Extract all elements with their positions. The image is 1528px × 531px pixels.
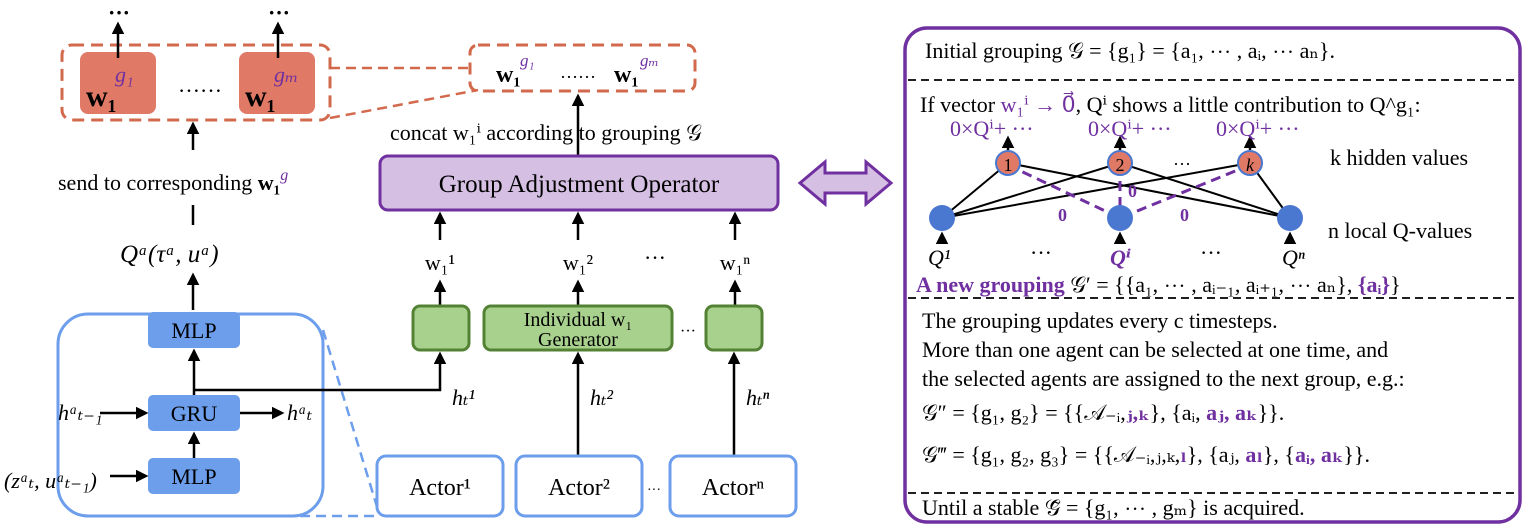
group-sup-1: g₁ bbox=[115, 62, 134, 87]
local-node-1 bbox=[929, 205, 955, 231]
example-grouping-2: 𝒢″ = {g₁, g₂} = {{𝒜₋ᵢ,ⱼ,ₖ}, {aᵢ, aⱼ, aₖ}… bbox=[922, 400, 1284, 425]
actor-2 bbox=[514, 454, 644, 518]
group-weight-g1 bbox=[80, 52, 156, 114]
example-grouping-3: 𝒢‴ = {g₁, g₂, g₃} = {{𝒜₋ᵢ,ⱼ,ₖ,ₗ}, {aⱼ, a… bbox=[922, 442, 1370, 467]
zero-label-1: 0 bbox=[1058, 205, 1067, 225]
generator-dots: ··· bbox=[680, 323, 696, 340]
hidden-node-k-label: k bbox=[1246, 155, 1255, 175]
actor-2-label: Actor² bbox=[548, 475, 610, 501]
gru bbox=[148, 395, 240, 431]
w-input-2: w₁² bbox=[563, 250, 594, 275]
q-input-i: Qⁱ bbox=[1110, 245, 1131, 270]
q-input-n: Qⁿ bbox=[1282, 245, 1305, 270]
generator-1 bbox=[411, 304, 471, 352]
group-adjustment-operator bbox=[378, 154, 780, 212]
double-arrow-icon bbox=[797, 158, 894, 208]
hidden-values-label: k hidden values bbox=[1330, 145, 1468, 170]
h-input-n: hₜⁿ bbox=[746, 385, 769, 410]
hidden-node-k bbox=[1237, 150, 1263, 176]
actor-n-label: Actorⁿ bbox=[702, 475, 765, 501]
output-2: 0×Qⁱ+ ··· bbox=[1088, 116, 1172, 141]
actor-1-label: Actor¹ bbox=[409, 475, 471, 501]
actor-dots: ··· bbox=[647, 483, 661, 498]
mlp-bottom bbox=[148, 458, 240, 494]
actor-n bbox=[668, 454, 798, 518]
gru-label: GRU bbox=[171, 401, 218, 426]
hidden-node-1 bbox=[995, 150, 1021, 176]
h-input-1: hₜ¹ bbox=[452, 385, 475, 410]
hidden-node-2 bbox=[1107, 150, 1133, 176]
concat-ellipsis: …… bbox=[560, 62, 596, 82]
group-ellipsis: …… bbox=[178, 72, 222, 97]
generator-n bbox=[704, 304, 764, 352]
output-1: 0×Qⁱ+ ··· bbox=[950, 116, 1034, 141]
output-dots-m: ··· bbox=[268, 0, 290, 25]
h-input-2: hₜ² bbox=[590, 385, 613, 410]
generator-label-2: Generator bbox=[538, 329, 618, 351]
concat-label: concat w₁ⁱ according to grouping 𝒢 bbox=[390, 120, 702, 145]
hidden-node-1-label: 1 bbox=[1004, 155, 1013, 175]
selection-text-2: the selected agents are assigned to the … bbox=[922, 366, 1405, 391]
q-input-1: Q¹ bbox=[928, 245, 950, 270]
condition-text: If vector w₁ⁱ → 0⃗, Qⁱ shows a little co… bbox=[920, 91, 1421, 117]
h-out-label: hᵃₜ bbox=[287, 400, 313, 425]
output-dots-1: ··· bbox=[108, 0, 130, 25]
w-inputs: w₁¹ w₁² ··· w₁ⁿ bbox=[425, 211, 751, 305]
group-weight-gm bbox=[239, 52, 315, 114]
grouping-process-panel bbox=[903, 26, 1522, 524]
local-values-label: n local Q-values bbox=[1328, 218, 1472, 243]
concat-sup-m: gₘ bbox=[640, 51, 659, 70]
group-w-m: w₁ bbox=[245, 80, 276, 113]
group-sup-m: gₘ bbox=[274, 62, 299, 87]
new-grouping-text: A new grouping 𝒢′ = {{a₁, ⋯ , aᵢ₋₁, aᵢ₊₁… bbox=[916, 272, 1401, 297]
mixing-network: 1 2 k ··· 0 0 0 0×Qⁱ+ ··· 0×Qⁱ+ ··· 0×Qⁱ… bbox=[928, 116, 1305, 270]
stable-grouping-text: Until a stable 𝒢̃ = {g₁, ⋯ , gₘ} is acqu… bbox=[922, 495, 1305, 520]
send-label: send to corresponding w₁g bbox=[58, 167, 288, 195]
local-node-n bbox=[1277, 205, 1303, 231]
w-input-dots: ··· bbox=[644, 245, 666, 270]
group-weights-box bbox=[60, 43, 332, 122]
h-prev-label: hᵃₜ₋₁ bbox=[58, 400, 102, 425]
concat-box bbox=[468, 43, 697, 93]
generator-2 bbox=[482, 304, 674, 352]
actor-1 bbox=[375, 454, 505, 518]
w-input-1: w₁¹ bbox=[425, 250, 455, 275]
group-w-1: w₁ bbox=[86, 80, 117, 113]
initial-grouping-text: Initial grouping 𝒢 = {g₁} = {a₁, ⋯ , aᵢ,… bbox=[925, 38, 1335, 63]
generator-label-1: Individual w₁ bbox=[524, 309, 633, 331]
q-value-label: Qᵃ(τᵃ, uᵃ) bbox=[120, 241, 219, 268]
concat-sup-1: g₁ bbox=[520, 51, 534, 70]
q-input-dots-2: ··· bbox=[1200, 240, 1222, 265]
input-label: (zᵃₜ, uᵃₜ₋₁) bbox=[4, 468, 97, 493]
mlp-top bbox=[148, 312, 240, 348]
w-input-n: w₁ⁿ bbox=[720, 250, 751, 275]
mlp-top-label: MLP bbox=[171, 318, 216, 343]
concat-w-1: w₁ bbox=[496, 62, 521, 88]
update-frequency-text: The grouping updates every c timesteps. bbox=[922, 308, 1278, 333]
zero-label-2: 0 bbox=[1128, 181, 1137, 201]
output-k: 0×Qⁱ+ ··· bbox=[1216, 116, 1300, 141]
hidden-dots: ··· bbox=[1173, 154, 1191, 174]
concat-w-m: w₁ bbox=[614, 62, 639, 88]
mlp-bottom-label: MLP bbox=[171, 464, 216, 489]
zero-label-3: 0 bbox=[1180, 205, 1189, 225]
hidden-node-2-label: 2 bbox=[1116, 155, 1125, 175]
q-input-dots-1: ··· bbox=[1030, 240, 1052, 265]
local-node-i bbox=[1107, 205, 1133, 231]
selection-text-1: More than one agent can be selected at o… bbox=[922, 337, 1388, 362]
operator-label: Group Adjustment Operator bbox=[439, 171, 720, 198]
